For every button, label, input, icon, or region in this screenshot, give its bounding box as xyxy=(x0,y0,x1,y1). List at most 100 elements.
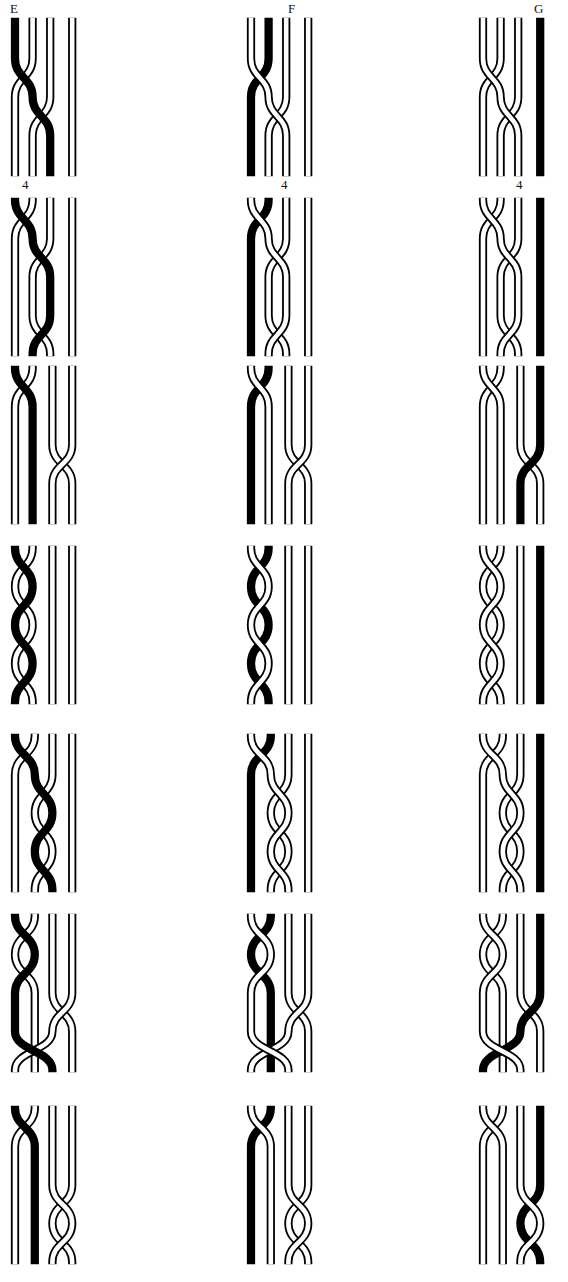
dark-chromatid xyxy=(536,734,544,892)
column-letter: E xyxy=(10,2,18,15)
dark-chromatid xyxy=(15,1106,35,1264)
light-chromatid-outline xyxy=(68,734,76,892)
light-chromatid xyxy=(520,1106,540,1264)
light-chromatid xyxy=(52,1106,72,1264)
light-chromatid-outline xyxy=(68,18,76,176)
light-chromatid-outline xyxy=(304,18,312,176)
light-chromatid xyxy=(70,198,75,356)
dark-chromatid xyxy=(536,18,544,176)
light-chromatid xyxy=(286,546,291,704)
chromatid-figure xyxy=(251,1106,308,1264)
light-chromatid-outline xyxy=(483,366,501,524)
light-chromatid xyxy=(15,546,33,704)
chromatid-figure xyxy=(251,914,308,1072)
light-chromatid xyxy=(288,1106,308,1264)
light-chromatid-outline xyxy=(284,546,292,704)
light-chromatid xyxy=(483,366,501,524)
light-chromatid-outline xyxy=(483,546,501,704)
chromatid-figure xyxy=(15,1106,72,1264)
chromatid-figure xyxy=(483,198,540,356)
column-letter: G xyxy=(534,2,543,15)
light-chromatid-outline xyxy=(520,366,540,524)
light-chromatid-outline xyxy=(251,18,286,176)
chromatid-figure xyxy=(251,18,308,176)
light-chromatid-outline xyxy=(288,1106,308,1264)
light-chromatid xyxy=(483,914,520,1072)
light-chromatid xyxy=(251,18,286,176)
dark-chromatid xyxy=(520,1106,540,1264)
light-chromatid-outline xyxy=(251,914,308,1072)
light-chromatid-outline xyxy=(251,1106,271,1264)
light-chromatid-outline xyxy=(52,366,72,524)
chromatid-figure xyxy=(483,18,540,176)
light-chromatid-outline xyxy=(15,1106,35,1264)
light-chromatid xyxy=(518,546,523,704)
light-chromatid-outline xyxy=(304,546,312,704)
light-chromatid xyxy=(251,914,308,1072)
chromatid-figure xyxy=(483,366,540,524)
dark-chromatid xyxy=(251,1106,271,1264)
light-chromatid xyxy=(251,366,269,524)
light-chromatid-outline xyxy=(483,1106,503,1264)
dark-chromatid xyxy=(520,366,540,524)
dark-chromatid xyxy=(15,734,52,892)
figure-number: 4 xyxy=(516,178,523,191)
chromatid-figure xyxy=(15,734,72,892)
light-chromatid xyxy=(52,366,72,524)
light-chromatid-outline xyxy=(288,366,308,524)
light-chromatid-outline xyxy=(251,914,288,1072)
light-chromatid-outline xyxy=(15,914,72,1072)
light-chromatid-outline xyxy=(52,1106,72,1264)
dark-chromatid xyxy=(15,366,33,524)
dark-chromatid xyxy=(15,18,50,176)
light-chromatid xyxy=(306,18,311,176)
light-chromatid-outline xyxy=(15,546,33,704)
dark-chromatid xyxy=(483,914,540,1072)
figure-number: 4 xyxy=(281,178,288,191)
light-chromatid-outline xyxy=(251,734,288,892)
dark-chromatid xyxy=(251,366,269,524)
light-chromatid-outline xyxy=(483,18,518,176)
light-chromatid xyxy=(251,198,286,356)
chromatid-figure xyxy=(15,546,72,704)
light-chromatid-outline xyxy=(288,366,308,524)
light-chromatid xyxy=(50,546,55,704)
light-chromatid-outline xyxy=(483,198,518,356)
light-chromatid xyxy=(483,546,501,704)
light-chromatid xyxy=(288,366,308,524)
light-chromatid xyxy=(15,914,72,1072)
light-chromatid-outline xyxy=(483,366,501,524)
light-chromatid xyxy=(483,734,520,892)
light-chromatid-outline xyxy=(483,1106,503,1264)
light-chromatid-outline xyxy=(483,734,520,892)
light-chromatid xyxy=(288,366,308,524)
chromatid-figure xyxy=(483,734,540,892)
light-chromatid-outline xyxy=(251,198,286,356)
light-chromatid-outline xyxy=(52,1106,72,1264)
light-chromatid xyxy=(70,734,75,892)
dark-chromatid xyxy=(251,546,269,704)
light-chromatid xyxy=(15,1106,35,1264)
light-chromatid xyxy=(52,1106,72,1264)
chromatid-figure xyxy=(251,366,308,524)
chromatid-figure xyxy=(483,546,540,704)
chromatid-figure xyxy=(251,546,308,704)
light-chromatid-outline xyxy=(288,1106,308,1264)
light-chromatid-outline xyxy=(68,198,76,356)
chromatid-figure xyxy=(15,18,72,176)
chromatid-figure xyxy=(251,734,308,892)
light-chromatid-outline xyxy=(48,546,56,704)
chromatid-figure xyxy=(15,914,72,1072)
chromatid-figure xyxy=(483,1106,540,1264)
light-chromatid-outline xyxy=(304,198,312,356)
light-chromatid xyxy=(483,366,501,524)
dark-chromatid xyxy=(15,198,50,356)
chromatid-figure xyxy=(15,198,72,356)
light-chromatid xyxy=(306,546,311,704)
light-chromatid-outline xyxy=(251,546,269,704)
light-chromatid-outline xyxy=(516,546,524,704)
light-chromatid xyxy=(251,1106,271,1264)
light-chromatid-outline xyxy=(52,366,72,524)
light-chromatid xyxy=(251,734,288,892)
